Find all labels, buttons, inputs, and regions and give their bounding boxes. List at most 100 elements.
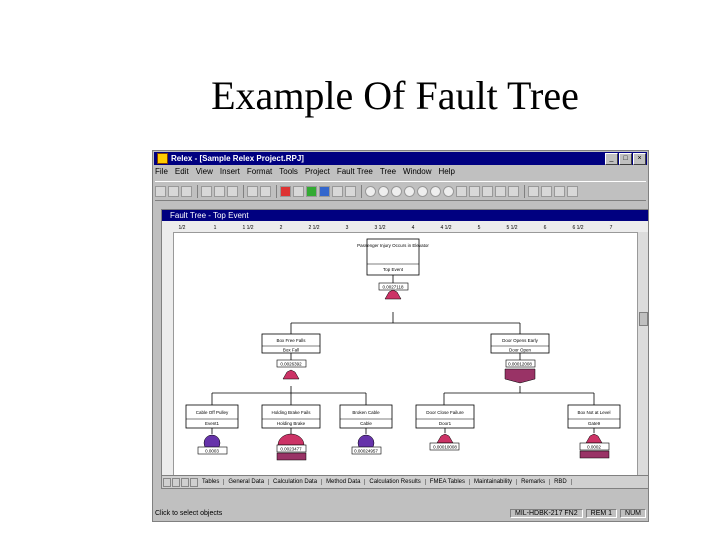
- basic-event-broken-cable[interactable]: Broken Cable Cable 0.00024957: [339, 404, 393, 455]
- event-title: Box Not at Level: [577, 410, 610, 415]
- menu-fault-tree[interactable]: Fault Tree: [336, 167, 373, 176]
- report-icon[interactable]: [293, 185, 304, 197]
- ruler-mark: 6: [544, 225, 547, 231]
- tab-tables[interactable]: Tables: [198, 479, 225, 485]
- tab-nav-prev-icon[interactable]: [172, 477, 180, 487]
- minimize-button[interactable]: _: [605, 152, 618, 165]
- tab-method-data[interactable]: Method Data: [322, 479, 366, 485]
- intermediate-event-box-fall[interactable]: Box Free Falls Box Fall 0.0026392: [261, 333, 321, 380]
- menu-help[interactable]: Help: [438, 167, 455, 176]
- open-icon[interactable]: [168, 185, 179, 197]
- save-icon[interactable]: [181, 185, 192, 197]
- top-event-prob: 0.0027118: [383, 285, 404, 290]
- ruler-mark: 7: [610, 225, 613, 231]
- tab-rbd[interactable]: RBD: [550, 479, 572, 485]
- tab-nav-next-icon[interactable]: [181, 477, 189, 487]
- fault-tree-canvas: Passenger Injury Occurs in Elevator Top …: [185, 238, 621, 461]
- window-titlebar[interactable]: Relex - [Sample Relex Project.RPJ] _ □ ×: [154, 152, 647, 165]
- top-event[interactable]: Passenger Injury Occurs in Elevator Top …: [357, 238, 429, 300]
- vertical-scrollbar[interactable]: [637, 232, 648, 476]
- cut-icon[interactable]: [201, 185, 212, 197]
- ruler-mark: 1/2: [179, 225, 186, 231]
- menu-window[interactable]: Window: [403, 167, 432, 176]
- gate-or-icon[interactable]: [378, 185, 389, 197]
- event-prob: 0.0026392: [280, 362, 302, 367]
- paste-icon[interactable]: [227, 185, 238, 197]
- app-icon[interactable]: [157, 153, 168, 164]
- status-rem: REM 1: [585, 508, 618, 518]
- transfer-out-icon[interactable]: [443, 185, 454, 197]
- menu-tree[interactable]: Tree: [379, 167, 397, 176]
- delete-icon[interactable]: [508, 185, 519, 197]
- menu-file[interactable]: File: [155, 167, 168, 176]
- xor-gate-icon[interactable]: [495, 185, 506, 197]
- event-sub: Door1: [439, 421, 452, 426]
- calculate-icon[interactable]: [280, 185, 291, 197]
- chart-icon[interactable]: [306, 185, 317, 197]
- graph-icon[interactable]: [319, 185, 330, 197]
- or-gate-icon: [585, 433, 603, 444]
- basic-event-cable-off-pulley[interactable]: Cable Off Pulley Event1 0.0003: [185, 404, 239, 455]
- undo-icon[interactable]: [247, 185, 258, 197]
- print-icon[interactable]: [332, 185, 343, 197]
- transfer-bar-icon: [579, 450, 610, 459]
- gate-icon: [277, 433, 305, 446]
- status-standard: MIL-HDBK-217 FN2: [510, 508, 583, 518]
- vote-gate-icon[interactable]: [482, 185, 493, 197]
- status-bar: Click to select objects MIL-HDBK-217 FN2…: [155, 507, 646, 519]
- priority-gate-icon[interactable]: [469, 185, 480, 197]
- close-button[interactable]: ×: [633, 152, 646, 165]
- event-sub: Box Fall: [283, 348, 299, 353]
- tab-remarks[interactable]: Remarks: [517, 479, 551, 485]
- event-sub: Cable: [360, 421, 372, 426]
- new-icon[interactable]: [155, 185, 166, 197]
- event-sub: Gate9: [588, 421, 601, 426]
- intermediate-event-door-close-failure[interactable]: Door Close Failure Door1 0.00010008: [415, 404, 475, 451]
- event-title: Broken Cable: [352, 410, 380, 415]
- tab-general-data[interactable]: General Data: [224, 479, 270, 485]
- event-prob: 0.0002: [587, 445, 601, 450]
- menu-tools[interactable]: Tools: [279, 167, 298, 176]
- menu-format[interactable]: Format: [246, 167, 273, 176]
- intermediate-event-box-not-at-level[interactable]: Box Not at Level Gate9 0.0002: [567, 404, 621, 459]
- redo-icon[interactable]: [260, 185, 271, 197]
- tab-fmea-tables[interactable]: FMEA Tables: [426, 479, 471, 485]
- top-event-sub: Top Event: [383, 267, 404, 272]
- ruler-mark: 2 1/2: [308, 225, 319, 231]
- menu-edit[interactable]: Edit: [174, 167, 189, 176]
- toolbar-separator: [361, 184, 362, 198]
- inhibit-gate-icon[interactable]: [456, 185, 467, 197]
- menu-insert[interactable]: Insert: [219, 167, 240, 176]
- ruler-mark: 5: [478, 225, 481, 231]
- intermediate-event-door-open[interactable]: Door Opens Early Door Open 0.00012008: [490, 333, 550, 384]
- relex-app-window: Relex - [Sample Relex Project.RPJ] _ □ ×…: [152, 150, 649, 522]
- menu-bar: File Edit View Insert Format Tools Proje…: [155, 167, 462, 178]
- scrollbar-thumb[interactable]: [639, 312, 648, 326]
- box-icon[interactable]: [554, 185, 565, 197]
- line-icon[interactable]: [567, 185, 578, 197]
- event-house-icon[interactable]: [404, 185, 415, 197]
- gate-and-icon[interactable]: [365, 185, 376, 197]
- text-icon[interactable]: [541, 185, 552, 197]
- event-prob: 0.0003: [205, 449, 219, 454]
- maximize-button[interactable]: □: [619, 152, 632, 165]
- tab-nav-first-icon[interactable]: [163, 477, 171, 487]
- event-undeveloped-icon[interactable]: [417, 185, 428, 197]
- tab-calculation-data[interactable]: Calculation Data: [269, 479, 323, 485]
- basic-event-holding-brake[interactable]: Holding Brake Fails Holding Brake 0.0023…: [261, 404, 321, 461]
- menu-project[interactable]: Project: [304, 167, 330, 176]
- help-icon[interactable]: [345, 185, 356, 197]
- transfer-in-icon[interactable]: [430, 185, 441, 197]
- event-sub: Holding Brake: [277, 421, 306, 426]
- document-title[interactable]: Fault Tree - Top Event: [162, 210, 648, 221]
- warning-icon[interactable]: [528, 185, 539, 197]
- tab-calculation-results[interactable]: Calculation Results: [365, 479, 426, 485]
- menu-view[interactable]: View: [195, 167, 213, 176]
- event-basic-icon[interactable]: [391, 185, 402, 197]
- tab-nav-last-icon[interactable]: [190, 477, 198, 487]
- ruler-mark: 4: [412, 225, 415, 231]
- tab-maintainability[interactable]: Maintainability: [470, 479, 518, 485]
- copy-icon[interactable]: [214, 185, 225, 197]
